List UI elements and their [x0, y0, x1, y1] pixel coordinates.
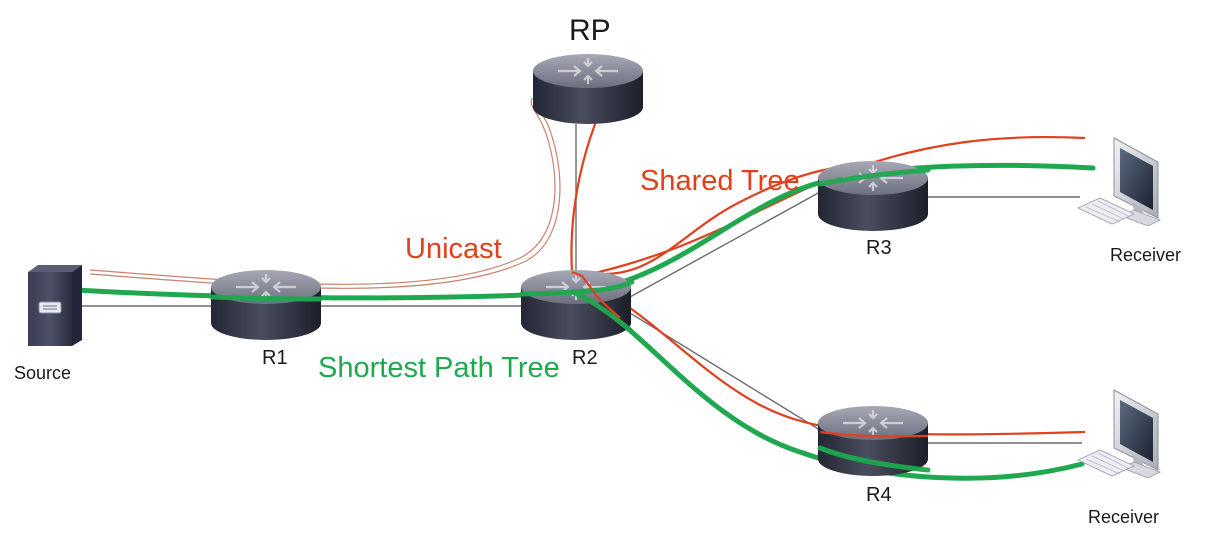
rp-label: RP — [569, 14, 611, 47]
router-r1 — [209, 268, 323, 342]
r2-label: R2 — [572, 347, 598, 369]
shared-tree-overlay — [571, 270, 929, 438]
link-r2-r3 — [629, 191, 821, 298]
r3-label: R3 — [866, 237, 892, 259]
receiver-top-label: Receiver — [1110, 245, 1182, 265]
router-rp — [531, 52, 645, 126]
receiver-bottom-computer — [1077, 389, 1161, 479]
source-label: Source — [14, 363, 72, 383]
r4-label: R4 — [866, 484, 892, 506]
receiver-top-computer — [1077, 137, 1161, 227]
shortest-path-tree-overlay — [209, 167, 931, 473]
shared-tree-annotation: Shared Tree — [640, 165, 800, 197]
shared-tree-path — [570, 111, 1086, 436]
r1-label: R1 — [262, 347, 288, 369]
router-r4 — [816, 404, 930, 478]
shortest-path-tree-annotation: Shortest Path Tree — [318, 352, 560, 384]
router-r2 — [519, 268, 633, 342]
receiver-bottom-label: Receiver — [1088, 507, 1160, 527]
unicast-annotation: Unicast — [405, 233, 502, 265]
source-server — [28, 265, 82, 346]
